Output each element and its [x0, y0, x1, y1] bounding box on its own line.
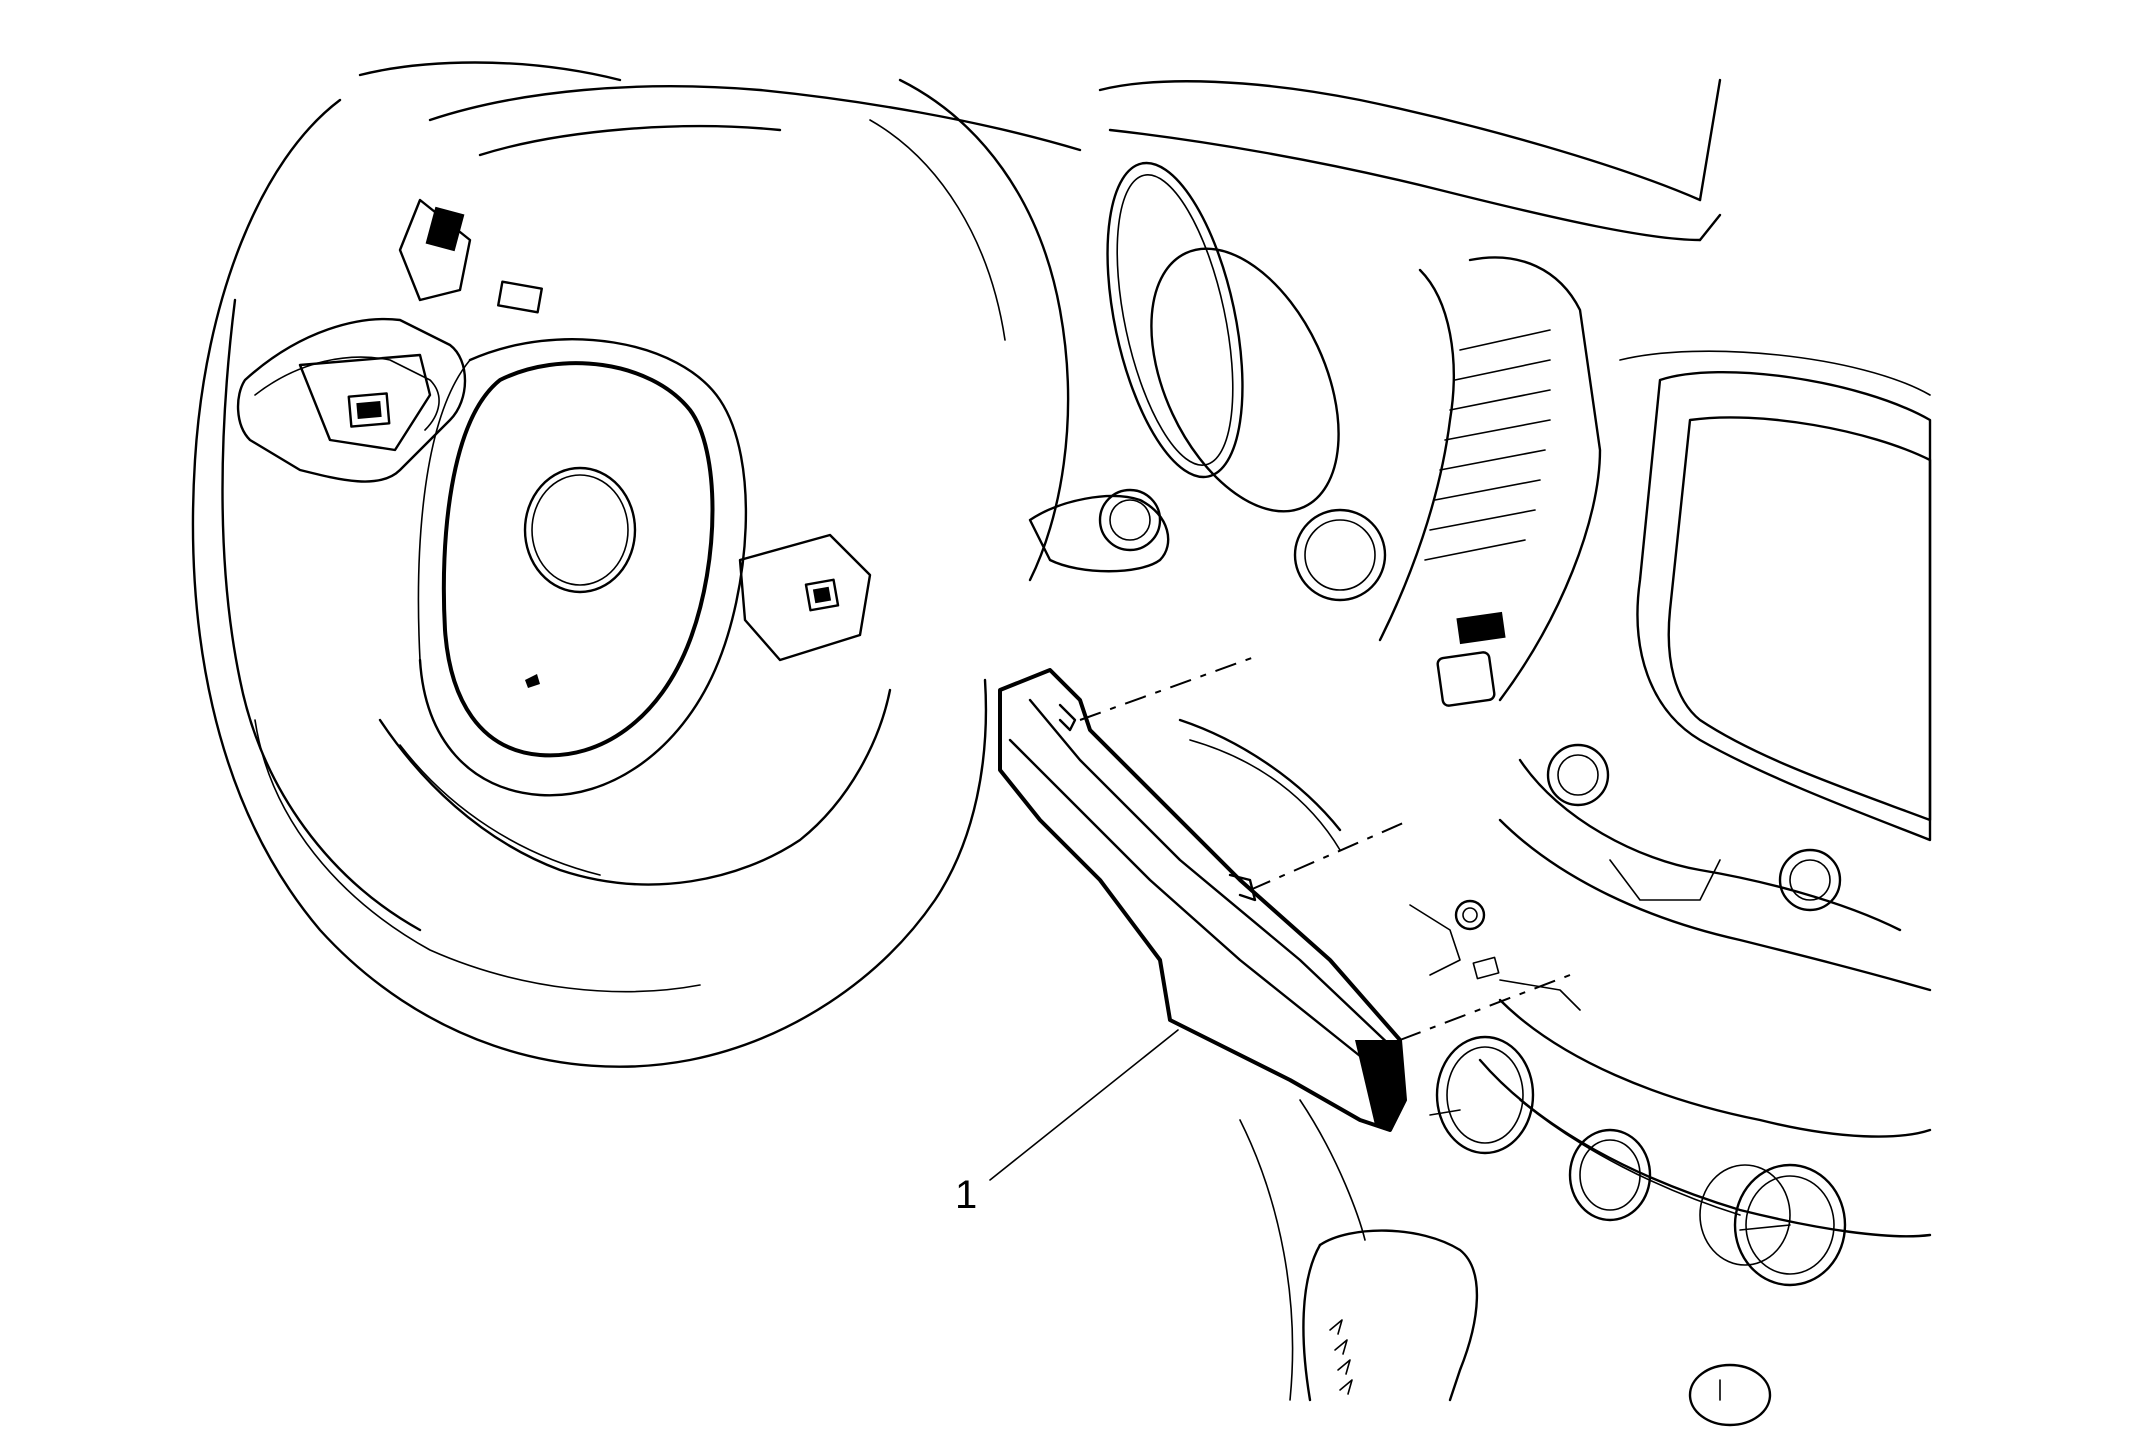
left-switch-pad: [298, 353, 432, 452]
climate-knobs: [1429, 1035, 1847, 1287]
right-switch-pad: [738, 533, 872, 662]
callout-label: 1: [955, 1173, 977, 1217]
steering-wheel: [191, 61, 988, 1068]
column-stalk: [398, 198, 1387, 602]
installation-guide-lines: [1079, 654, 1571, 1041]
lower-dash-brackets: [1178, 718, 1581, 1011]
gear-shifter: [1239, 1099, 1772, 1427]
center-air-vent: [1378, 256, 1602, 707]
dash-trim-panel: [998, 668, 1407, 1132]
center-stack: [1478, 743, 1932, 1238]
airbag-hub: [417, 338, 748, 797]
instrument-cluster: [428, 78, 1722, 582]
infotainment-display: [1619, 350, 1932, 842]
callout-1: 1: [955, 1029, 1179, 1217]
